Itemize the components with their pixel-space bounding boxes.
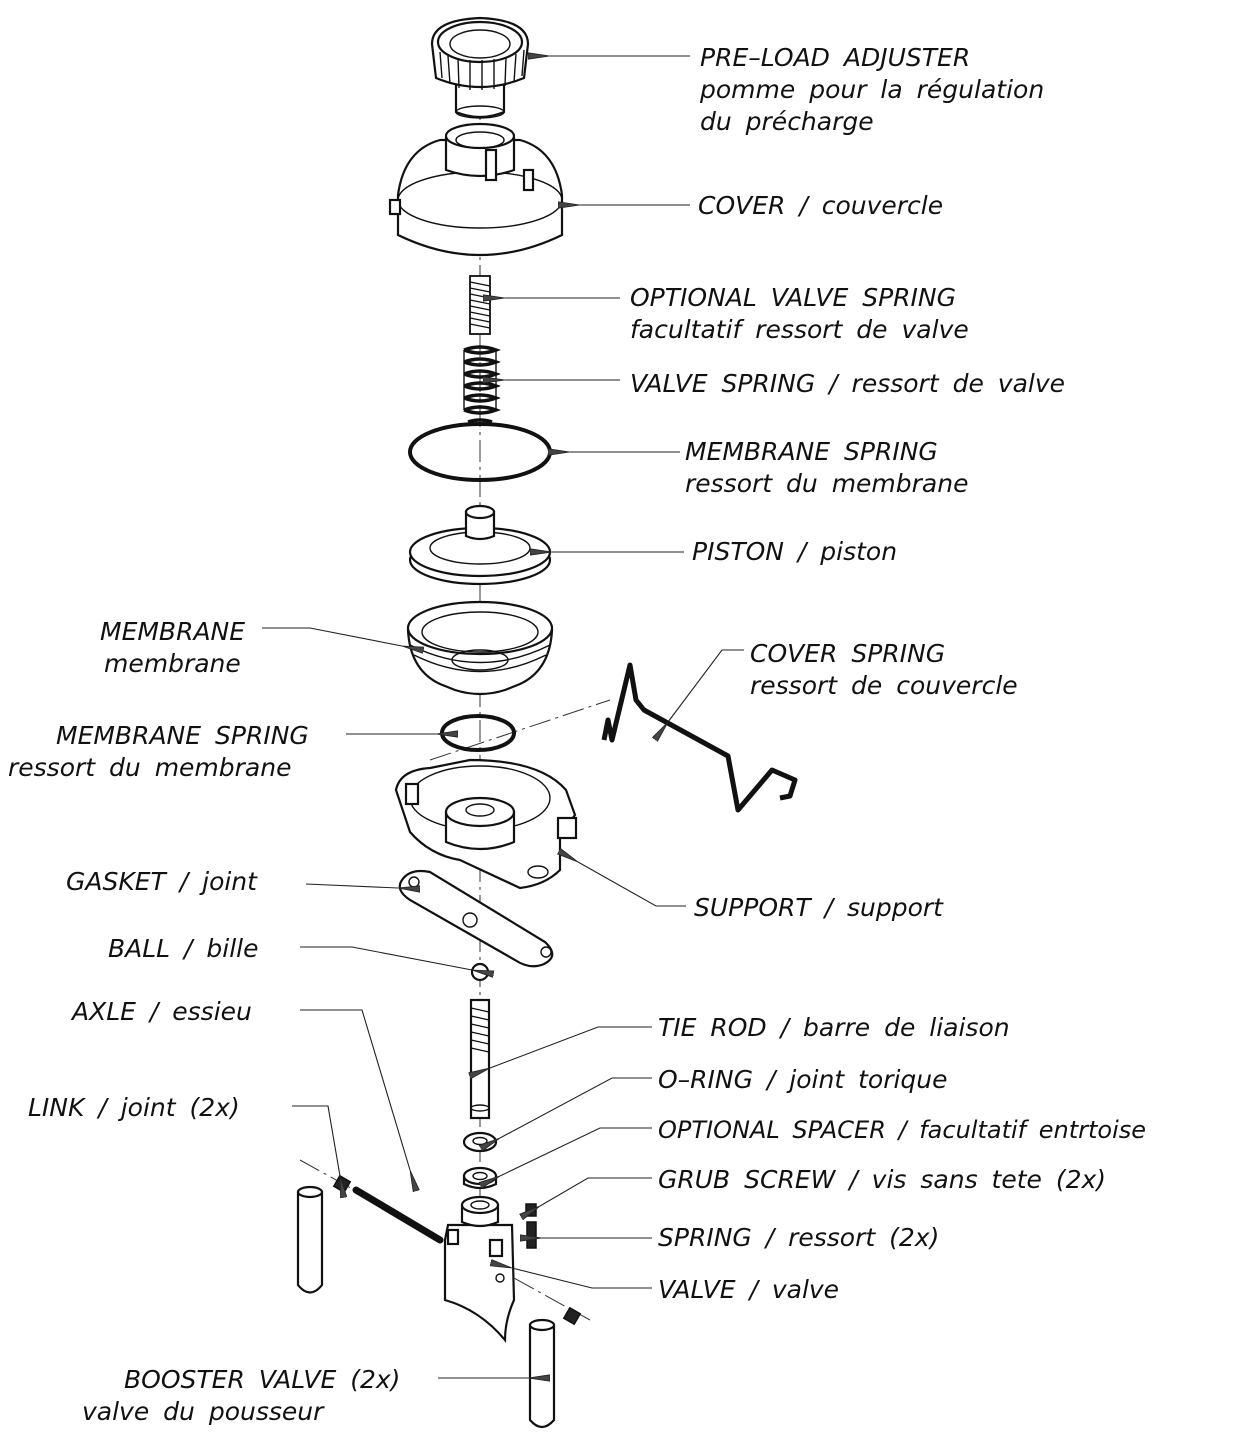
label-membrane-spring-lower-line1: MEMBRANE SPRING	[56, 721, 309, 750]
leader-ball	[300, 946, 472, 970]
booster-valve-left-part	[296, 1185, 324, 1294]
support-part	[394, 758, 578, 890]
label-membrane-line1: MEMBRANE	[100, 617, 245, 646]
spring-part	[526, 1221, 537, 1249]
leader-cover-spring	[668, 649, 744, 722]
label-support: SUPPORT / support	[694, 893, 944, 922]
label-booster-valve-line1: BOOSTER VALVE (2x)	[124, 1365, 400, 1394]
booster-valve-right-part	[528, 1318, 556, 1429]
label-grub-screw: GRUB SCREW / vis sans tete (2x)	[658, 1165, 1106, 1194]
axle-part	[352, 1186, 444, 1244]
grub-screw-part	[525, 1203, 537, 1217]
label-axle: AXLE / essieu	[70, 997, 252, 1026]
leader-axle	[300, 1009, 410, 1170]
ball-part	[470, 962, 490, 982]
label-preload-line2: pomme pour la régulation	[699, 75, 1044, 104]
optional-valve-spring-part	[469, 275, 491, 335]
optional-spacer-part	[462, 1166, 498, 1190]
lower-axis-line	[299, 1159, 591, 1321]
label-optional-valve-spring-line2: facultatif ressort de valve	[630, 315, 969, 344]
label-cover-spring-line2: ressort de couvercle	[750, 671, 1018, 700]
gasket-part	[398, 869, 554, 968]
cover-spring-axis-line	[429, 699, 611, 761]
leader-link	[292, 1105, 340, 1176]
label-spring: SPRING / ressort (2x)	[658, 1223, 939, 1252]
leader-membrane	[262, 627, 402, 646]
label-ball: BALL / bille	[108, 934, 259, 963]
valve-part	[443, 1195, 516, 1344]
link-left-part	[332, 1174, 352, 1194]
piston-part	[408, 504, 552, 586]
label-cover: COVER / couvercle	[698, 191, 943, 220]
o-ring-part	[462, 1131, 498, 1153]
label-link: LINK / joint (2x)	[28, 1093, 240, 1122]
leader-o-ring	[500, 1077, 652, 1138]
membrane-spring-lower-part	[440, 714, 516, 752]
label-valve: VALVE / valve	[658, 1275, 839, 1304]
label-optional-valve-spring-line1: OPTIONAL VALVE SPRING	[630, 283, 956, 312]
cover-part	[388, 122, 564, 257]
leader-valve	[512, 1268, 652, 1289]
label-preload-line1: PRE–LOAD ADJUSTER	[700, 43, 970, 72]
leader-grub-screw	[540, 1177, 652, 1206]
label-gasket: GASKET / joint	[66, 867, 258, 896]
leader-gasket	[305, 883, 398, 888]
label-valve-spring: VALVE SPRING / ressort de valve	[630, 369, 1065, 398]
link-right-part	[562, 1306, 582, 1326]
label-membrane-spring-lower-line2: ressort du membrane	[8, 753, 291, 782]
label-optional-spacer: OPTIONAL SPACER / facultatif entrtoise	[658, 1116, 1146, 1144]
leader-support	[578, 862, 686, 907]
label-preload-line3: du précharge	[700, 107, 874, 136]
label-booster-valve-line2: valve du pousseur	[82, 1397, 325, 1426]
label-tie-rod: TIE ROD / barre de liaison	[658, 1013, 1010, 1042]
label-cover-spring-line1: COVER SPRING	[750, 639, 945, 668]
cover-spring-part	[601, 662, 798, 813]
tie-rod-part	[469, 998, 491, 1120]
preload-adjuster-part	[430, 16, 530, 119]
label-membrane-spring-upper-line2: ressort du membrane	[685, 469, 968, 498]
label-membrane-spring-upper-line1: MEMBRANE SPRING	[685, 437, 938, 466]
leader-tie-rod	[490, 1026, 652, 1068]
label-o-ring: O–RING / joint torique	[658, 1065, 948, 1094]
leader-optional-spacer	[500, 1127, 652, 1176]
label-piston: PISTON / piston	[692, 537, 897, 566]
label-membrane-line2: membrane	[104, 649, 241, 678]
membrane-part	[406, 600, 554, 696]
